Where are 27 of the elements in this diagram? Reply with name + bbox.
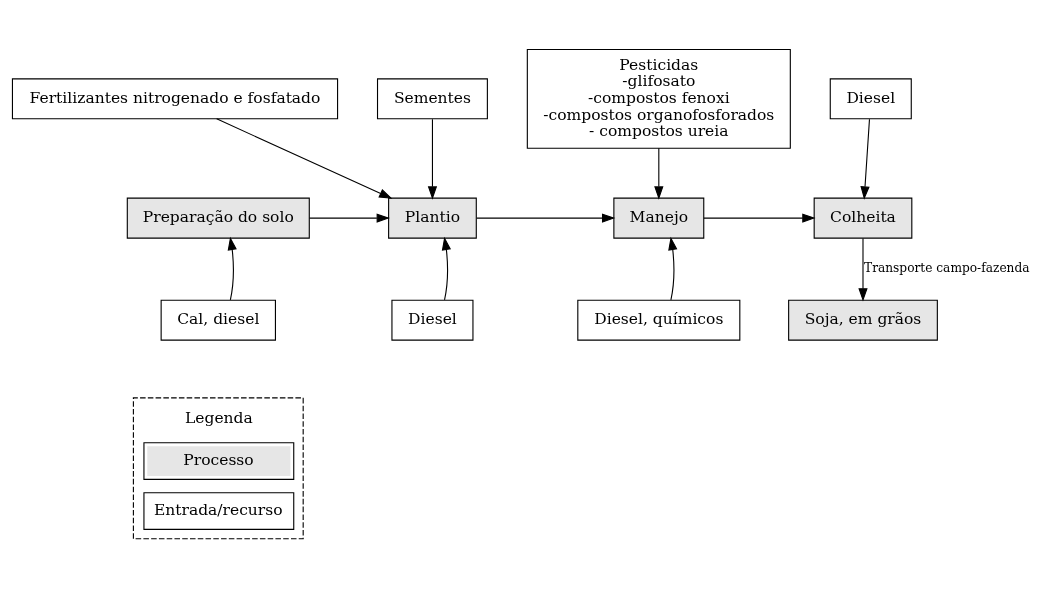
arrow	[227, 236, 237, 300]
arrow	[308, 212, 390, 223]
node-box: Diesel, químicos	[577, 299, 741, 341]
arrow	[476, 212, 616, 223]
node-box: Plantio	[388, 197, 477, 239]
arrow	[668, 236, 678, 300]
label: Legenda	[185, 408, 253, 427]
edge-label: Transporte campo-fazenda	[864, 260, 1030, 275]
arrow	[703, 212, 816, 223]
node-box: Diesel	[391, 299, 474, 341]
arrow	[216, 117, 393, 199]
node-box: Sementes	[376, 77, 488, 119]
node-box: Manejo	[613, 197, 705, 239]
legend-label: Processo	[183, 450, 254, 469]
node-box: Colheita	[813, 197, 913, 239]
node-box: Fertilizantes nitrogenado e fosfatado	[11, 77, 339, 119]
arrow	[858, 237, 868, 302]
arrow	[860, 118, 871, 200]
node-box: Pesticidas -glifosato -compostos fenoxi -compostos organofosforados - compostos ureia	[526, 48, 791, 149]
arrow	[654, 147, 664, 200]
node-box: Diesel	[829, 77, 912, 119]
node-box: Preparação do solo	[126, 197, 310, 239]
node-box: Cal, diesel	[160, 299, 276, 341]
arrow	[427, 118, 438, 200]
arrow	[441, 236, 452, 300]
legend-label: Entrada/recurso	[153, 500, 283, 519]
node-box: Soja, em grãos	[788, 299, 938, 341]
